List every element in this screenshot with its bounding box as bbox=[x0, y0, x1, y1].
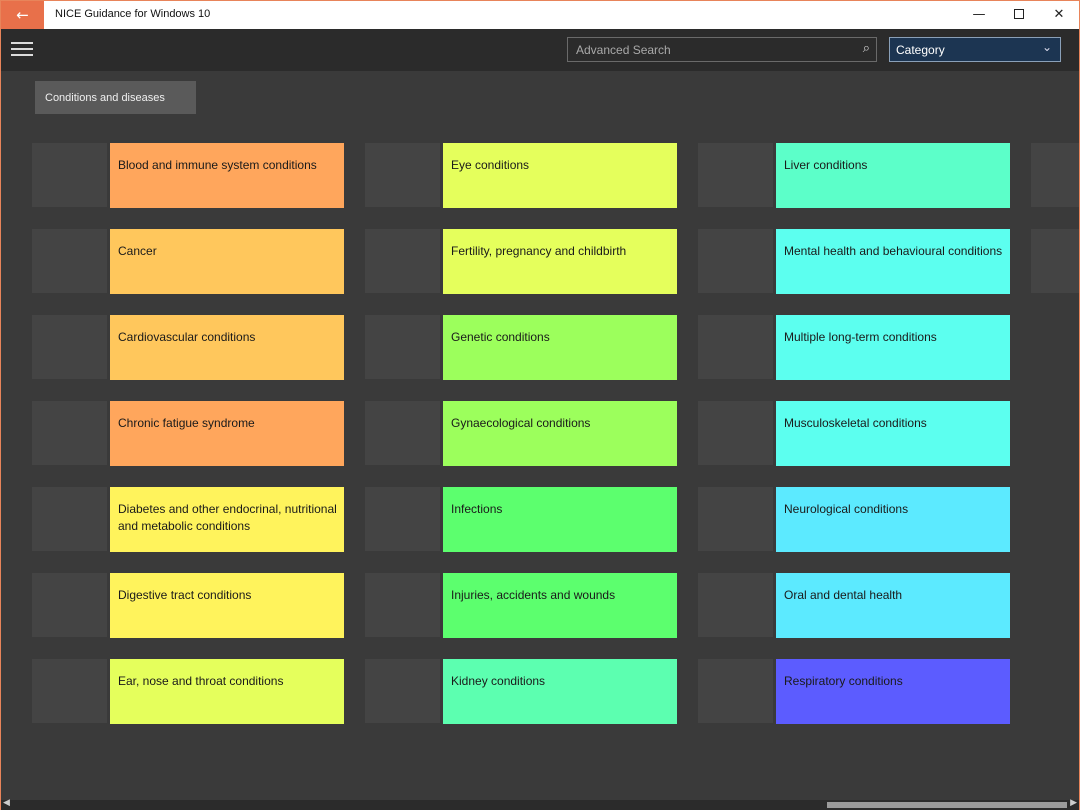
category-tile-label: Liver conditions bbox=[784, 158, 868, 172]
close-icon: ✕ bbox=[1053, 7, 1065, 22]
minimize-button[interactable]: — bbox=[959, 1, 999, 29]
category-selected-value: Category bbox=[896, 43, 945, 57]
tile-placeholder bbox=[698, 315, 773, 379]
scroll-right-icon[interactable]: ▶ bbox=[1070, 798, 1077, 808]
breadcrumb[interactable]: Conditions and diseases bbox=[35, 81, 196, 114]
category-tile[interactable]: Digestive tract conditions bbox=[110, 573, 344, 638]
category-tile[interactable]: Liver conditions bbox=[776, 143, 1010, 208]
tile-placeholder bbox=[32, 401, 107, 465]
tile-placeholder bbox=[365, 659, 440, 723]
tile-placeholder bbox=[32, 143, 107, 207]
category-tile-label: Cancer bbox=[118, 244, 157, 258]
tile-placeholder bbox=[698, 659, 773, 723]
search-input[interactable]: Advanced Search ⌕ bbox=[567, 37, 877, 62]
tile-placeholder bbox=[32, 659, 107, 723]
category-tile[interactable]: Musculoskeletal conditions bbox=[776, 401, 1010, 466]
search-icon[interactable]: ⌕ bbox=[862, 41, 870, 56]
category-tile[interactable]: Respiratory conditions bbox=[776, 659, 1010, 724]
category-tile[interactable]: Infections bbox=[443, 487, 677, 552]
tile-placeholder bbox=[32, 229, 107, 293]
tile-placeholder bbox=[365, 315, 440, 379]
category-tile[interactable]: Ear, nose and throat conditions bbox=[110, 659, 344, 724]
category-tile[interactable]: Chronic fatigue syndrome bbox=[110, 401, 344, 466]
category-tile[interactable]: Diabetes and other endocrinal, nutrition… bbox=[110, 487, 344, 552]
category-tile[interactable]: Cancer bbox=[110, 229, 344, 294]
category-tile-label: Cardiovascular conditions bbox=[118, 330, 256, 344]
tile-placeholder bbox=[32, 315, 107, 379]
category-tile[interactable]: Injuries, accidents and wounds bbox=[443, 573, 677, 638]
tile-placeholder bbox=[698, 487, 773, 551]
tile-placeholder bbox=[32, 487, 107, 551]
category-tile[interactable]: Blood and immune system conditions bbox=[110, 143, 344, 208]
tile-placeholder bbox=[365, 143, 440, 207]
category-tile-label: Multiple long-term conditions bbox=[784, 330, 937, 344]
category-dropdown[interactable]: Category ⌄ bbox=[889, 37, 1061, 62]
horizontal-scrollbar[interactable]: ◀ ▶ bbox=[1, 798, 1079, 810]
tile-placeholder bbox=[365, 487, 440, 551]
scroll-left-icon[interactable]: ◀ bbox=[3, 798, 10, 808]
category-tile[interactable]: Mental health and behavioural conditions bbox=[776, 229, 1010, 294]
category-tile[interactable]: Gynaecological conditions bbox=[443, 401, 677, 466]
category-tile-label: Respiratory conditions bbox=[784, 674, 903, 688]
tile-placeholder bbox=[32, 573, 107, 637]
scrollbar-thumb[interactable] bbox=[827, 802, 1067, 808]
tile-placeholder bbox=[365, 229, 440, 293]
tile-placeholder bbox=[698, 143, 773, 207]
category-tile-label: Gynaecological conditions bbox=[451, 416, 591, 430]
category-tile-label: Infections bbox=[451, 502, 503, 516]
close-button[interactable]: ✕ bbox=[1039, 1, 1079, 29]
back-button[interactable]: ← bbox=[1, 1, 44, 29]
category-tile-label: Kidney conditions bbox=[451, 674, 546, 688]
minimize-icon: — bbox=[972, 7, 986, 22]
category-tile[interactable]: Cardiovascular conditions bbox=[110, 315, 344, 380]
category-tile-label: Diabetes and other endocrinal, nutrition… bbox=[118, 502, 337, 533]
tile-placeholder bbox=[365, 573, 440, 637]
category-tile-label: Oral and dental health bbox=[784, 588, 903, 602]
category-tile[interactable]: Multiple long-term conditions bbox=[776, 315, 1010, 380]
search-placeholder: Advanced Search bbox=[576, 43, 671, 57]
tile-placeholder bbox=[1031, 229, 1079, 293]
chevron-down-icon: ⌄ bbox=[1041, 40, 1052, 54]
category-tile-label: Digestive tract conditions bbox=[118, 588, 252, 602]
tile-placeholder bbox=[365, 401, 440, 465]
category-tile[interactable]: Neurological conditions bbox=[776, 487, 1010, 552]
category-tile-label: Mental health and behavioural conditions bbox=[784, 244, 1003, 258]
category-tile-label: Blood and immune system conditions bbox=[118, 158, 317, 172]
tile-placeholder bbox=[698, 401, 773, 465]
maximize-icon bbox=[1014, 8, 1024, 19]
command-bar: Advanced Search ⌕ Category ⌄ bbox=[1, 29, 1079, 71]
category-tile-label: Fertility, pregnancy and childbirth bbox=[451, 244, 627, 258]
category-tile[interactable]: Kidney conditions bbox=[443, 659, 677, 724]
back-arrow-icon: ← bbox=[16, 6, 29, 24]
category-tile-label: Genetic conditions bbox=[451, 330, 550, 344]
tile-placeholder bbox=[698, 229, 773, 293]
category-tile[interactable]: Eye conditions bbox=[443, 143, 677, 208]
hamburger-menu-icon[interactable] bbox=[11, 42, 33, 58]
title-bar: ← NICE Guidance for Windows 10 — ✕ bbox=[1, 1, 1079, 29]
category-tile-label: Musculoskeletal conditions bbox=[784, 416, 927, 430]
category-tile-label: Eye conditions bbox=[451, 158, 530, 172]
tile-placeholder bbox=[1031, 143, 1079, 207]
category-tile-label: Chronic fatigue syndrome bbox=[118, 416, 255, 430]
maximize-button[interactable] bbox=[999, 1, 1039, 29]
category-tile-label: Injuries, accidents and wounds bbox=[451, 588, 616, 602]
app-title: NICE Guidance for Windows 10 bbox=[55, 8, 211, 20]
category-tile-label: Ear, nose and throat conditions bbox=[118, 674, 284, 688]
category-tile[interactable]: Genetic conditions bbox=[443, 315, 677, 380]
category-tile[interactable]: Oral and dental health bbox=[776, 573, 1010, 638]
category-tile[interactable]: Fertility, pregnancy and childbirth bbox=[443, 229, 677, 294]
tile-placeholder bbox=[698, 573, 773, 637]
category-tile-label: Neurological conditions bbox=[784, 502, 909, 516]
breadcrumb-label: Conditions and diseases bbox=[45, 92, 165, 104]
